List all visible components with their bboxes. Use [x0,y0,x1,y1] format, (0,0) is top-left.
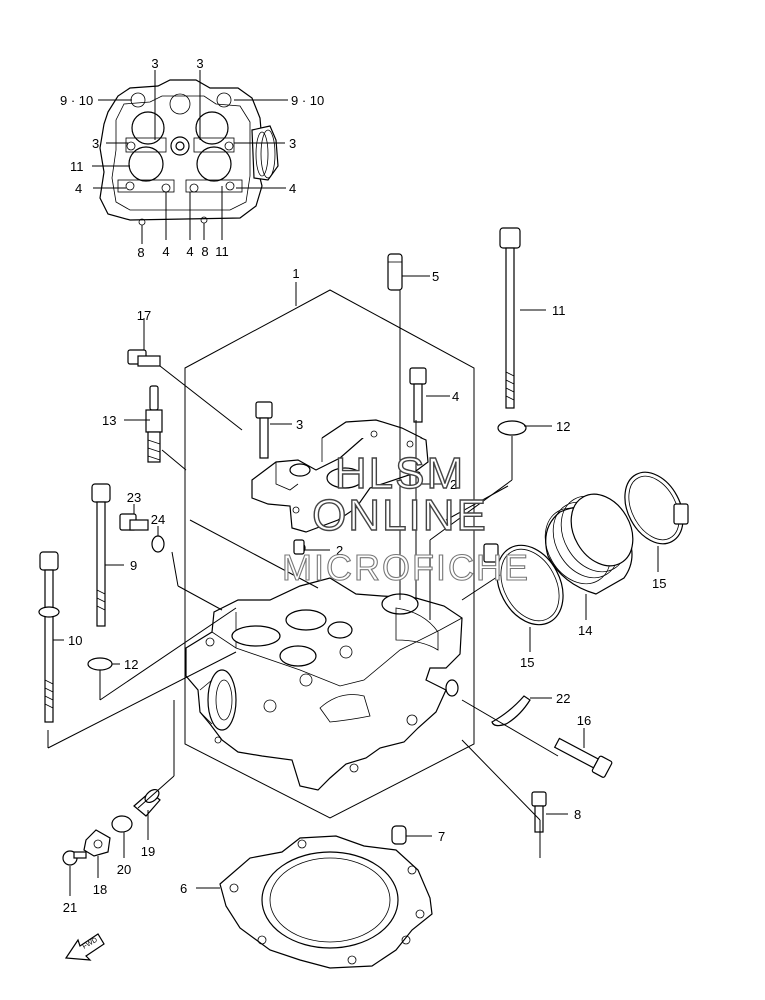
callout-14: 14 [578,623,592,638]
callout-2: 2 [336,543,343,558]
inset-callout-4: 4 [186,244,193,259]
cylinder-head-top-view-inset [99,79,279,226]
part-17-bolt [127,349,161,367]
callout-labels: 1 5 11 4 3 12 2 2 17 13 23 24 9 10 12 15… [63,266,667,915]
intake-pipe [544,493,634,595]
callout-6: 6 [180,881,187,896]
inset-callout-3: 3 [92,136,99,151]
clamp-right [624,471,689,545]
watermark: HLSM ONLINE MICROFICHE [281,448,530,588]
callout-8: 8 [574,807,581,822]
callout-12: 12 [556,419,570,434]
part-5-guide [387,253,403,291]
leader-lines [47,275,659,896]
inset-callout-8: 8 [137,245,144,260]
part-7-dowel [391,825,407,845]
callout-10: 10 [68,633,82,648]
callout-17: 17 [137,308,151,323]
inset-callout-8: 8 [201,244,208,259]
callout-23: 23 [127,490,141,505]
callout-21: 21 [63,900,77,915]
callout-15: 15 [520,655,534,670]
part-4-bolt [409,367,427,423]
part-16-bolt [553,737,613,778]
callout-18: 18 [93,882,107,897]
part-20-o-ring [111,815,133,833]
watermark-line-2: ONLINE [312,491,488,540]
callout-22: 22 [556,691,570,706]
callout-16: 16 [577,713,591,728]
part-24-washer [151,535,165,553]
inset-callout-3: 3 [151,56,158,71]
callout-1: 1 [292,266,299,281]
watermark-line-3: MICROFICHE [282,547,530,588]
inset-leader-lines [92,70,288,244]
inset-callout-9-10: 9 · 10 [60,93,93,108]
camshaft-caps [251,419,429,533]
callout-7: 7 [438,829,445,844]
cylinder-head [185,542,463,791]
part-21-screw [62,850,87,866]
inset-callout-4: 4 [75,181,82,196]
callout-19: 19 [141,844,155,859]
part-18-gasket [83,829,111,857]
clamp-left [483,543,564,626]
watermark-line-1: HLSM [335,449,465,498]
inset-callout-3: 3 [289,136,296,151]
callout-20: 20 [117,862,131,877]
part-22-clip [491,695,531,727]
fwd-arrow-icon: FWD [64,933,105,961]
inset-callout-4: 4 [162,244,169,259]
inset-callout-11: 11 [70,159,84,174]
part-12-washer [497,420,527,436]
inset-callout-3: 3 [196,56,203,71]
part-3-bolt [255,401,273,459]
callout-4: 4 [452,389,459,404]
callout-13: 13 [102,413,116,428]
callout-11: 11 [552,303,566,318]
part-6-cylinder-head-gasket [219,835,433,969]
callout-9: 9 [130,558,137,573]
inset-callout-9-10: 9 · 10 [291,93,324,108]
part-9-bolt [91,483,111,627]
callout-2: 2 [450,477,457,492]
dowel-pins [293,471,421,555]
inset-callout-11: 11 [215,244,229,259]
inset-callout-labels: 3 3 9 · 10 9 · 10 3 3 11 4 4 4 4 11 8 8 [60,56,324,260]
part-10-bolt [38,551,60,723]
inset-callout-4: 4 [289,181,296,196]
callout-12: 12 [124,657,138,672]
part-8-bolt [531,791,547,833]
callout-5: 5 [432,269,439,284]
part-12-washer [87,657,113,671]
part-23-bolt [119,513,149,531]
callout-24: 24 [151,512,165,527]
assembly-frame [184,289,475,819]
part-11-stud-bolt [499,227,521,409]
part-13-spark-plug [145,385,163,463]
callout-15: 15 [652,576,666,591]
callout-3: 3 [296,417,303,432]
